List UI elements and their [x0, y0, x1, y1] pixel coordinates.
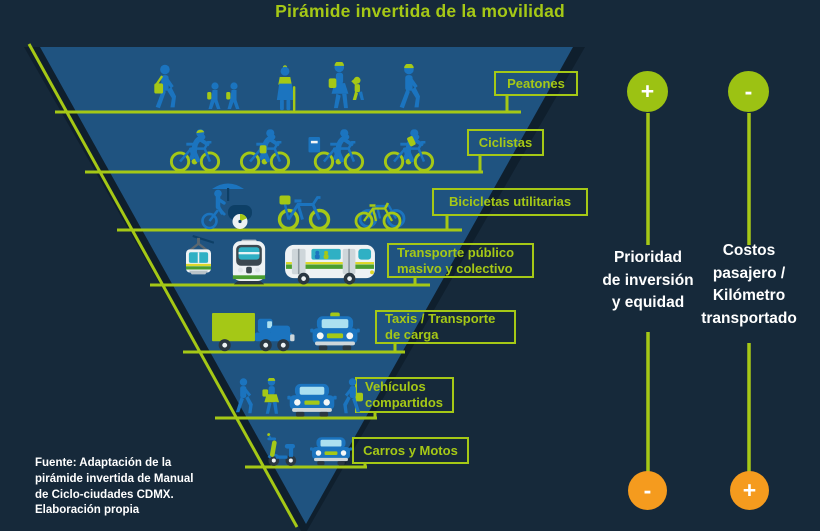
pedestrian-woman-icon [259, 378, 283, 418]
pyramid-level-label: Transporte público masivo y colectivo [387, 243, 534, 278]
legend-axis-lines [646, 113, 751, 472]
pyramid-level-icons [168, 128, 436, 172]
pyramid-level-icons [150, 64, 422, 112]
minus-sign: - [744, 78, 753, 104]
scooter-icon [264, 432, 302, 467]
pyramid-level-icons [183, 235, 376, 285]
source-note: Fuente: Adaptación de la pirámide invert… [35, 457, 194, 517]
bus-icon [284, 242, 376, 285]
cyclist-woman-icon [238, 129, 292, 172]
pyramid-level-icons [264, 431, 352, 467]
pyramid-level-icons [198, 180, 408, 230]
pyramid-level-label: Carros y Motos [352, 437, 469, 464]
cyclist-backpack-icon [382, 129, 436, 172]
pyramid-level-label: Taxis / Transporte de carga [375, 310, 516, 344]
car-icon [310, 435, 352, 467]
pedestrian-bag-small-icon [341, 378, 365, 418]
pedestrian-woman-child-icon [326, 62, 366, 112]
minus-sign: - [643, 477, 652, 503]
minus-circle-bottom-investment: - [628, 471, 667, 510]
plus-sign: + [742, 477, 757, 503]
legend-label-costs: Costos pasajero / Kilómetro transportado [701, 242, 797, 327]
pyramid-level-label: Vehículos compartidos [355, 377, 454, 413]
plus-circle-bottom-costs: + [730, 471, 769, 510]
electric-bike-icon [276, 190, 332, 230]
plus-circle-top-investment: + [627, 71, 668, 112]
pyramid-level-label: Peatones [494, 71, 578, 96]
pyramid-level-label: Ciclistas [467, 129, 544, 156]
pedestrian-children-icon [206, 80, 244, 112]
pedestrian-man-bag-icon [150, 64, 178, 112]
pedestrian-elderly-icon [272, 64, 298, 112]
cargo-trike-umbrella-icon [198, 180, 256, 230]
cargo-truck-icon [210, 311, 298, 352]
cyclist-icon [168, 129, 222, 172]
pyramid-level-icons [231, 378, 365, 418]
pyramid-level-icons [210, 310, 360, 352]
taxi-icon [310, 312, 360, 352]
metro-icon [230, 239, 268, 285]
pedestrian-man-icon [394, 64, 422, 112]
cyclist-delivery-icon [308, 129, 366, 172]
bike-rack-icon [352, 192, 408, 230]
cable-car-icon [183, 235, 214, 285]
pedestrian-small-icon [231, 378, 255, 418]
shared-car-icon [287, 382, 337, 418]
page-title: Pirámide invertida de la movilidad [275, 1, 565, 21]
pyramid-level-label: Bicicletas utilitarias [432, 188, 588, 216]
minus-circle-top-costs: - [728, 71, 769, 112]
plus-sign: + [640, 78, 655, 104]
legend-label-investment: Prioridad de inversión y equidad [602, 249, 694, 311]
